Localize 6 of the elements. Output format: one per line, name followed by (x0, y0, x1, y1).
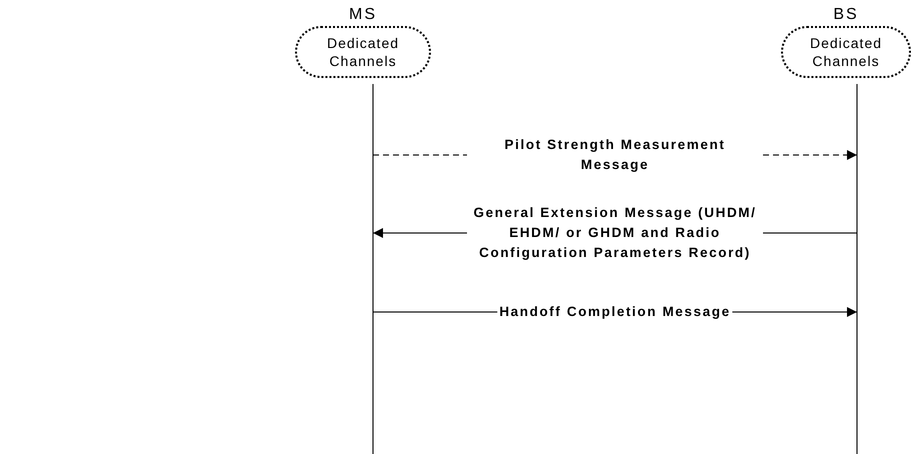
entity-name: MS (349, 6, 377, 24)
channel-pill: Dedicated Channels (295, 26, 431, 78)
lifeline (856, 84, 858, 454)
channel-pill: Dedicated Channels (781, 26, 911, 78)
entity-name: BS (833, 6, 859, 24)
lifeline (372, 84, 374, 454)
